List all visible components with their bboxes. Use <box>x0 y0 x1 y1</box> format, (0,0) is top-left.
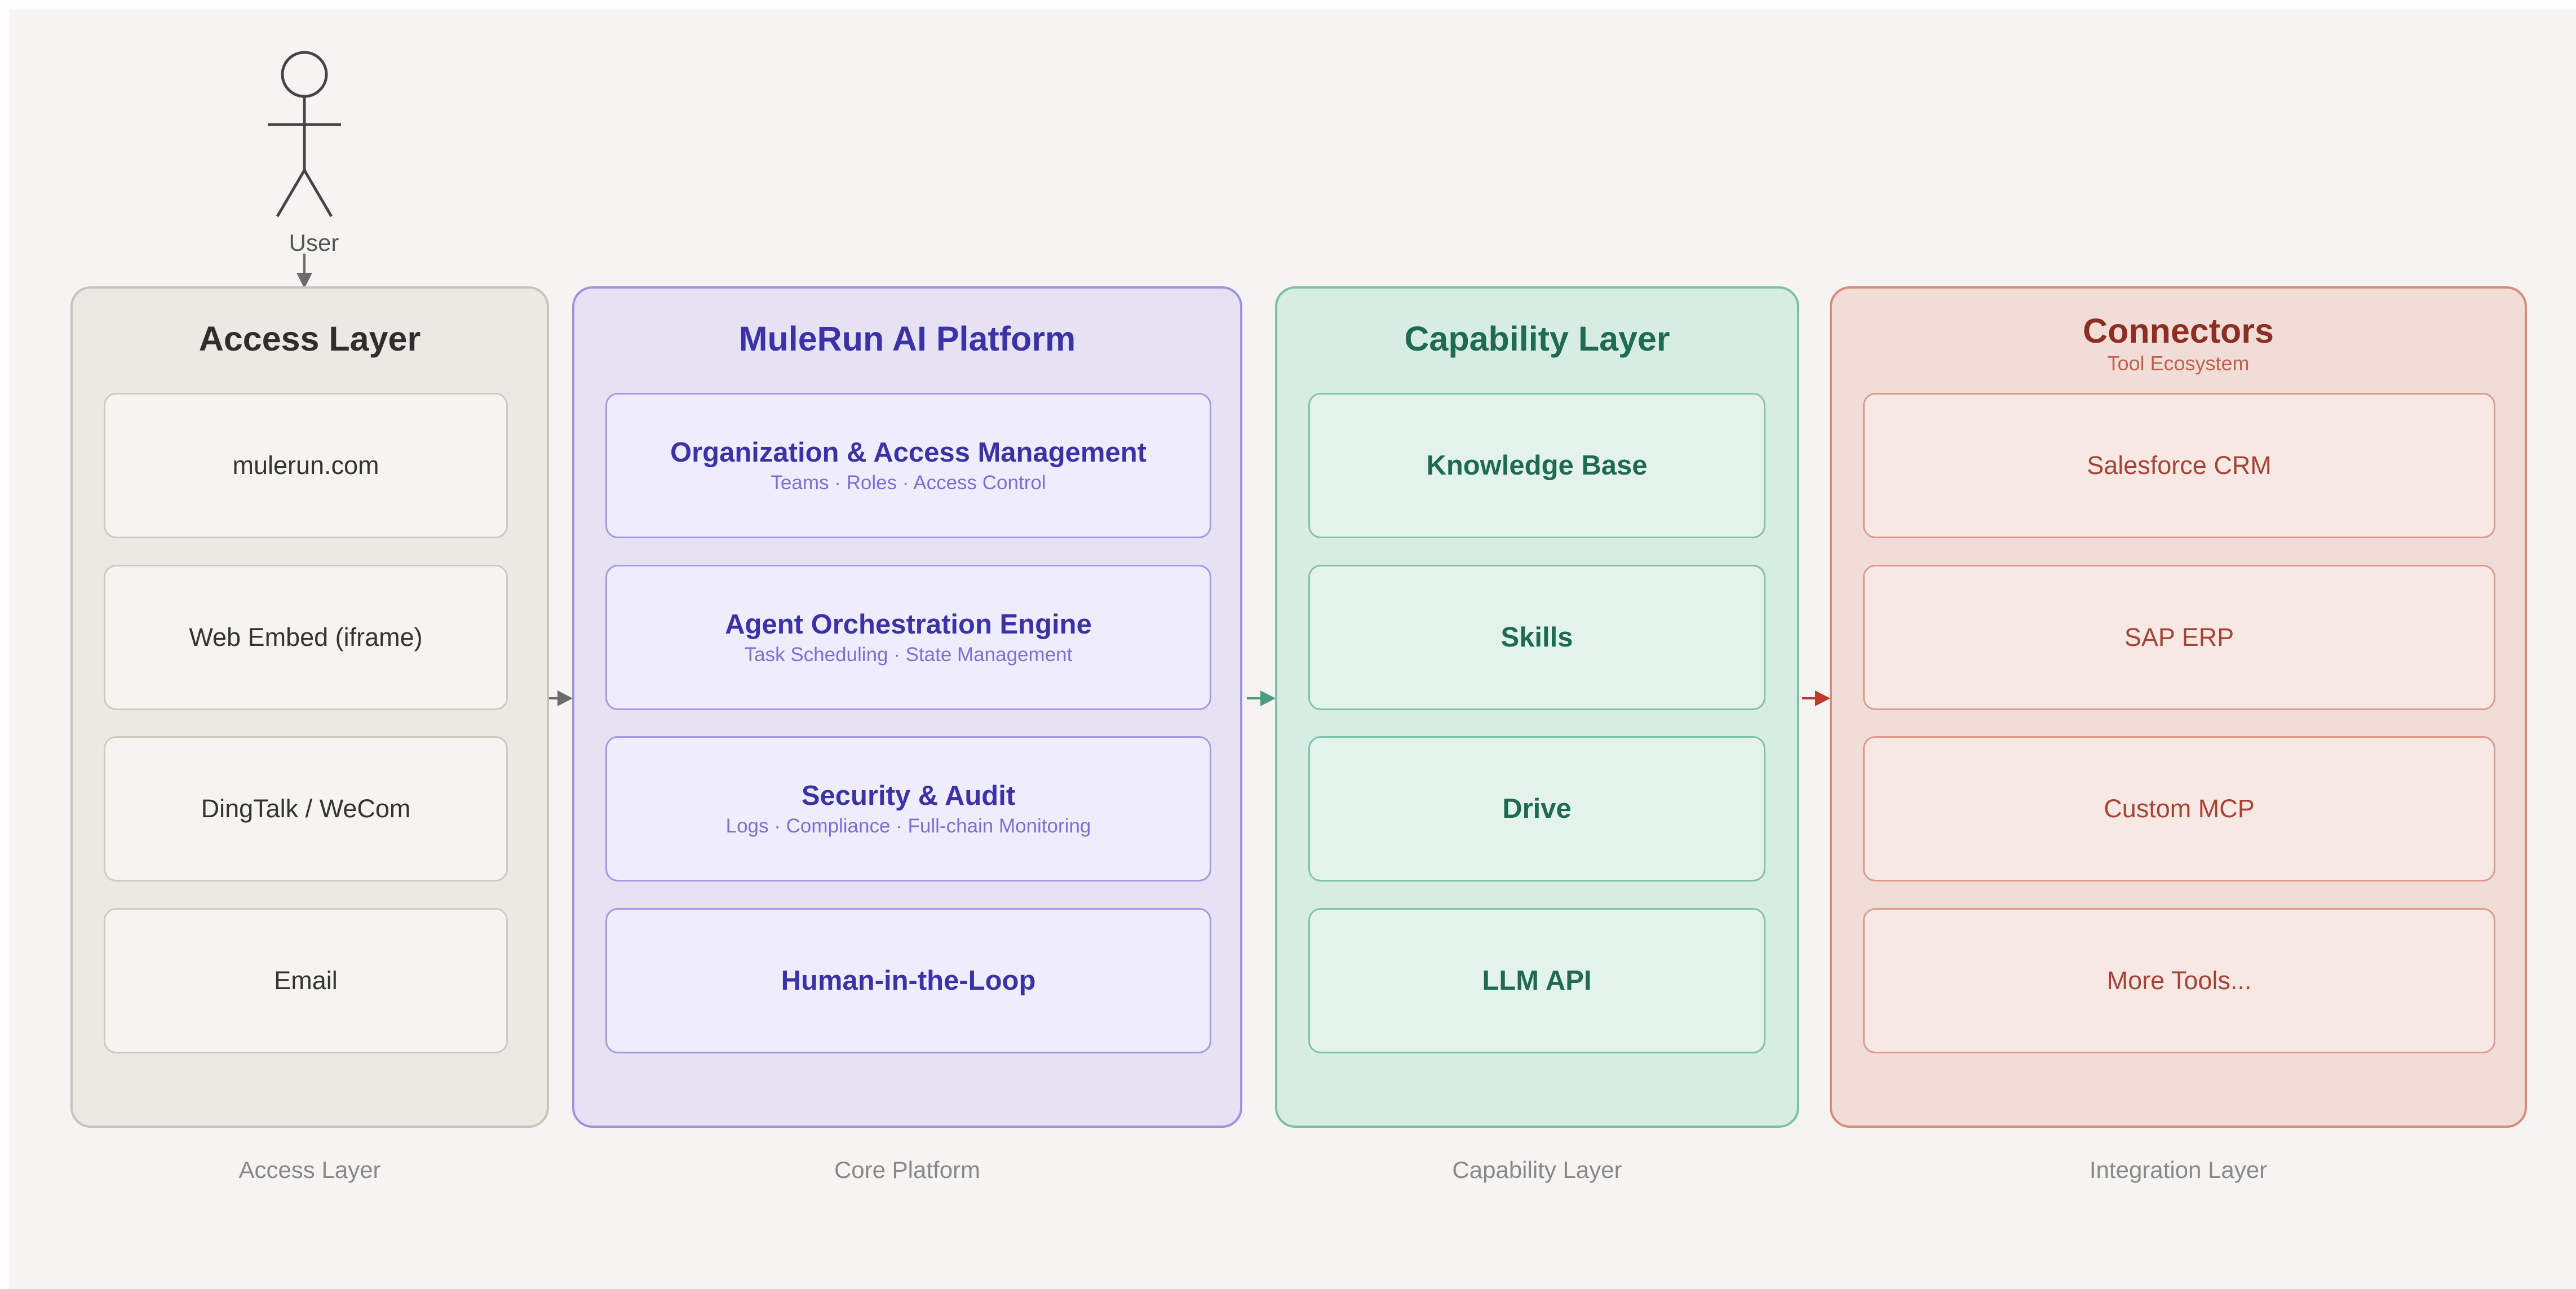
card-title: Organization & Access Management <box>670 437 1147 468</box>
capability-item-drive[interactable]: Drive <box>1308 736 1765 882</box>
card-title: Agent Orchestration Engine <box>725 609 1092 640</box>
user-label: User <box>289 229 339 256</box>
card-subtitle: Logs · Compliance · Full-chain Monitorin… <box>725 815 1091 837</box>
footer-label-core: Core Platform <box>834 1157 981 1183</box>
card-label: SAP ERP <box>2124 623 2234 652</box>
capability-item-skills[interactable]: Skills <box>1308 565 1765 710</box>
card-title: Security & Audit <box>801 781 1016 811</box>
card-label: Drive <box>1502 794 1572 824</box>
card-label: DingTalk / WeCom <box>201 794 411 823</box>
core-item-org-access[interactable]: Organization & Access Management Teams ·… <box>605 393 1211 538</box>
core-item-human-in-loop[interactable]: Human-in-the-Loop <box>605 908 1211 1053</box>
core-platform-panel: MuleRun AI Platform Organization & Acces… <box>572 286 1242 1128</box>
card-label: Skills <box>1501 622 1573 653</box>
panel-title: Connectors <box>2083 312 2274 350</box>
connector-item-salesforce[interactable]: Salesforce CRM <box>1863 393 2495 538</box>
access-item-dingtalk-wecom[interactable]: DingTalk / WeCom <box>104 736 508 882</box>
card-label: More Tools... <box>2106 966 2252 995</box>
user-actor-icon <box>268 51 341 218</box>
capability-item-llm-api[interactable]: LLM API <box>1308 908 1765 1053</box>
user-entry-arrow <box>296 254 312 289</box>
panel-title: Capability Layer <box>1404 320 1670 358</box>
card-title: Human-in-the-Loop <box>781 965 1036 996</box>
access-item-mulerun[interactable]: mulerun.com <box>104 393 508 538</box>
panel-title: Access Layer <box>198 320 421 358</box>
card-label: Custom MCP <box>2104 794 2255 823</box>
card-label: LLM API <box>1482 965 1592 996</box>
card-subtitle: Teams · Roles · Access Control <box>771 472 1046 494</box>
core-item-security-audit[interactable]: Security & Audit Logs · Compliance · Ful… <box>605 736 1211 882</box>
core-item-orchestration[interactable]: Agent Orchestration Engine Task Scheduli… <box>605 565 1211 710</box>
connector-item-sap-erp[interactable]: SAP ERP <box>1863 565 2495 710</box>
capability-item-knowledge-base[interactable]: Knowledge Base <box>1308 393 1765 538</box>
access-layer-panel: Access Layer mulerun.com Web Embed (ifra… <box>70 286 549 1128</box>
core-to-capability-arrow <box>1247 690 1276 706</box>
connector-overlay <box>268 51 1830 706</box>
footer-label-capability: Capability Layer <box>1452 1157 1622 1183</box>
capability-layer-panel: Capability Layer Knowledge Base Skills D… <box>1275 286 1799 1128</box>
access-item-web-embed[interactable]: Web Embed (iframe) <box>104 565 508 710</box>
card-label: mulerun.com <box>232 451 379 480</box>
connectors-panel: Connectors Tool Ecosystem Salesforce CRM… <box>1830 286 2527 1128</box>
connector-item-custom-mcp[interactable]: Custom MCP <box>1863 736 2495 882</box>
panel-title: MuleRun AI Platform <box>738 320 1076 358</box>
access-item-email[interactable]: Email <box>104 908 508 1053</box>
connector-item-more-tools[interactable]: More Tools... <box>1863 908 2495 1053</box>
diagram-canvas: User Access Layer mulerun.com Web Embed … <box>10 10 2576 1289</box>
card-label: Web Embed (iframe) <box>189 623 423 652</box>
footer-label-access: Access Layer <box>238 1157 381 1183</box>
footer-label-integration: Integration Layer <box>2089 1157 2268 1183</box>
card-label: Knowledge Base <box>1426 450 1648 481</box>
card-label: Salesforce CRM <box>2087 451 2272 480</box>
panel-subtitle: Tool Ecosystem <box>2107 352 2250 375</box>
card-subtitle: Task Scheduling · State Management <box>744 644 1073 666</box>
capability-to-connectors-arrow <box>1802 690 1830 706</box>
card-label: Email <box>274 966 338 995</box>
